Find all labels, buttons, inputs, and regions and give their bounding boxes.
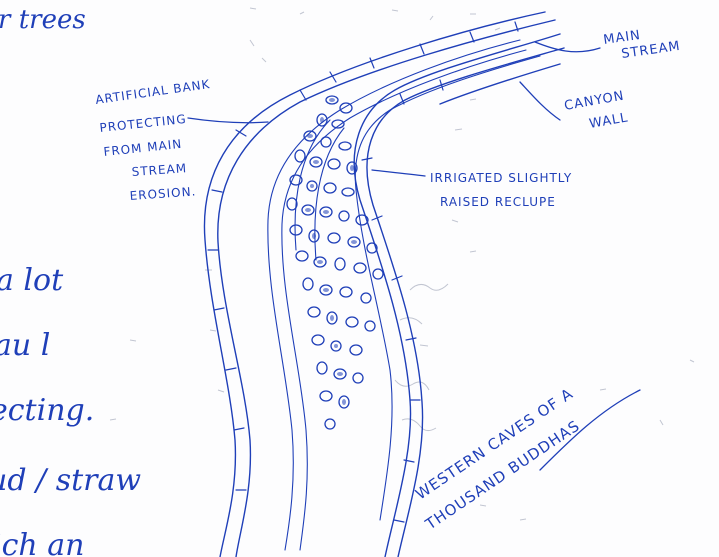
note-line-1: a lot bbox=[0, 263, 64, 298]
label-artificial-bank-1: ARTIFICIAL BANK bbox=[94, 77, 211, 107]
note-line-3: ecting. bbox=[0, 393, 94, 428]
label-artificial-bank-3: FROM MAIN bbox=[103, 137, 183, 159]
label-irrigated-1: IRRIGATED SLIGHTLY bbox=[430, 171, 572, 185]
artificial-bank-leader bbox=[188, 118, 268, 123]
note-line-2: au l bbox=[0, 328, 50, 363]
main-stream-leader bbox=[535, 42, 600, 52]
label-irrigated-2: RAISED RECLUPE bbox=[440, 195, 556, 209]
note-line-4: ud / straw bbox=[0, 463, 141, 498]
note-line-5: ich an bbox=[0, 528, 84, 557]
irrigated-field bbox=[287, 96, 383, 429]
label-artificial-bank-2: PROTECTING bbox=[99, 112, 187, 135]
label-artificial-bank-4: STREAM bbox=[131, 161, 187, 179]
note-top-line: r trees bbox=[0, 5, 86, 35]
canyon-wall-leader bbox=[520, 82, 560, 120]
label-canyon-wall-1: CANYON bbox=[563, 89, 626, 114]
irrigated-leader bbox=[372, 170, 425, 176]
label-artificial-bank-5: EROSION. bbox=[129, 184, 197, 203]
label-canyon-wall-2: WALL bbox=[588, 110, 630, 132]
